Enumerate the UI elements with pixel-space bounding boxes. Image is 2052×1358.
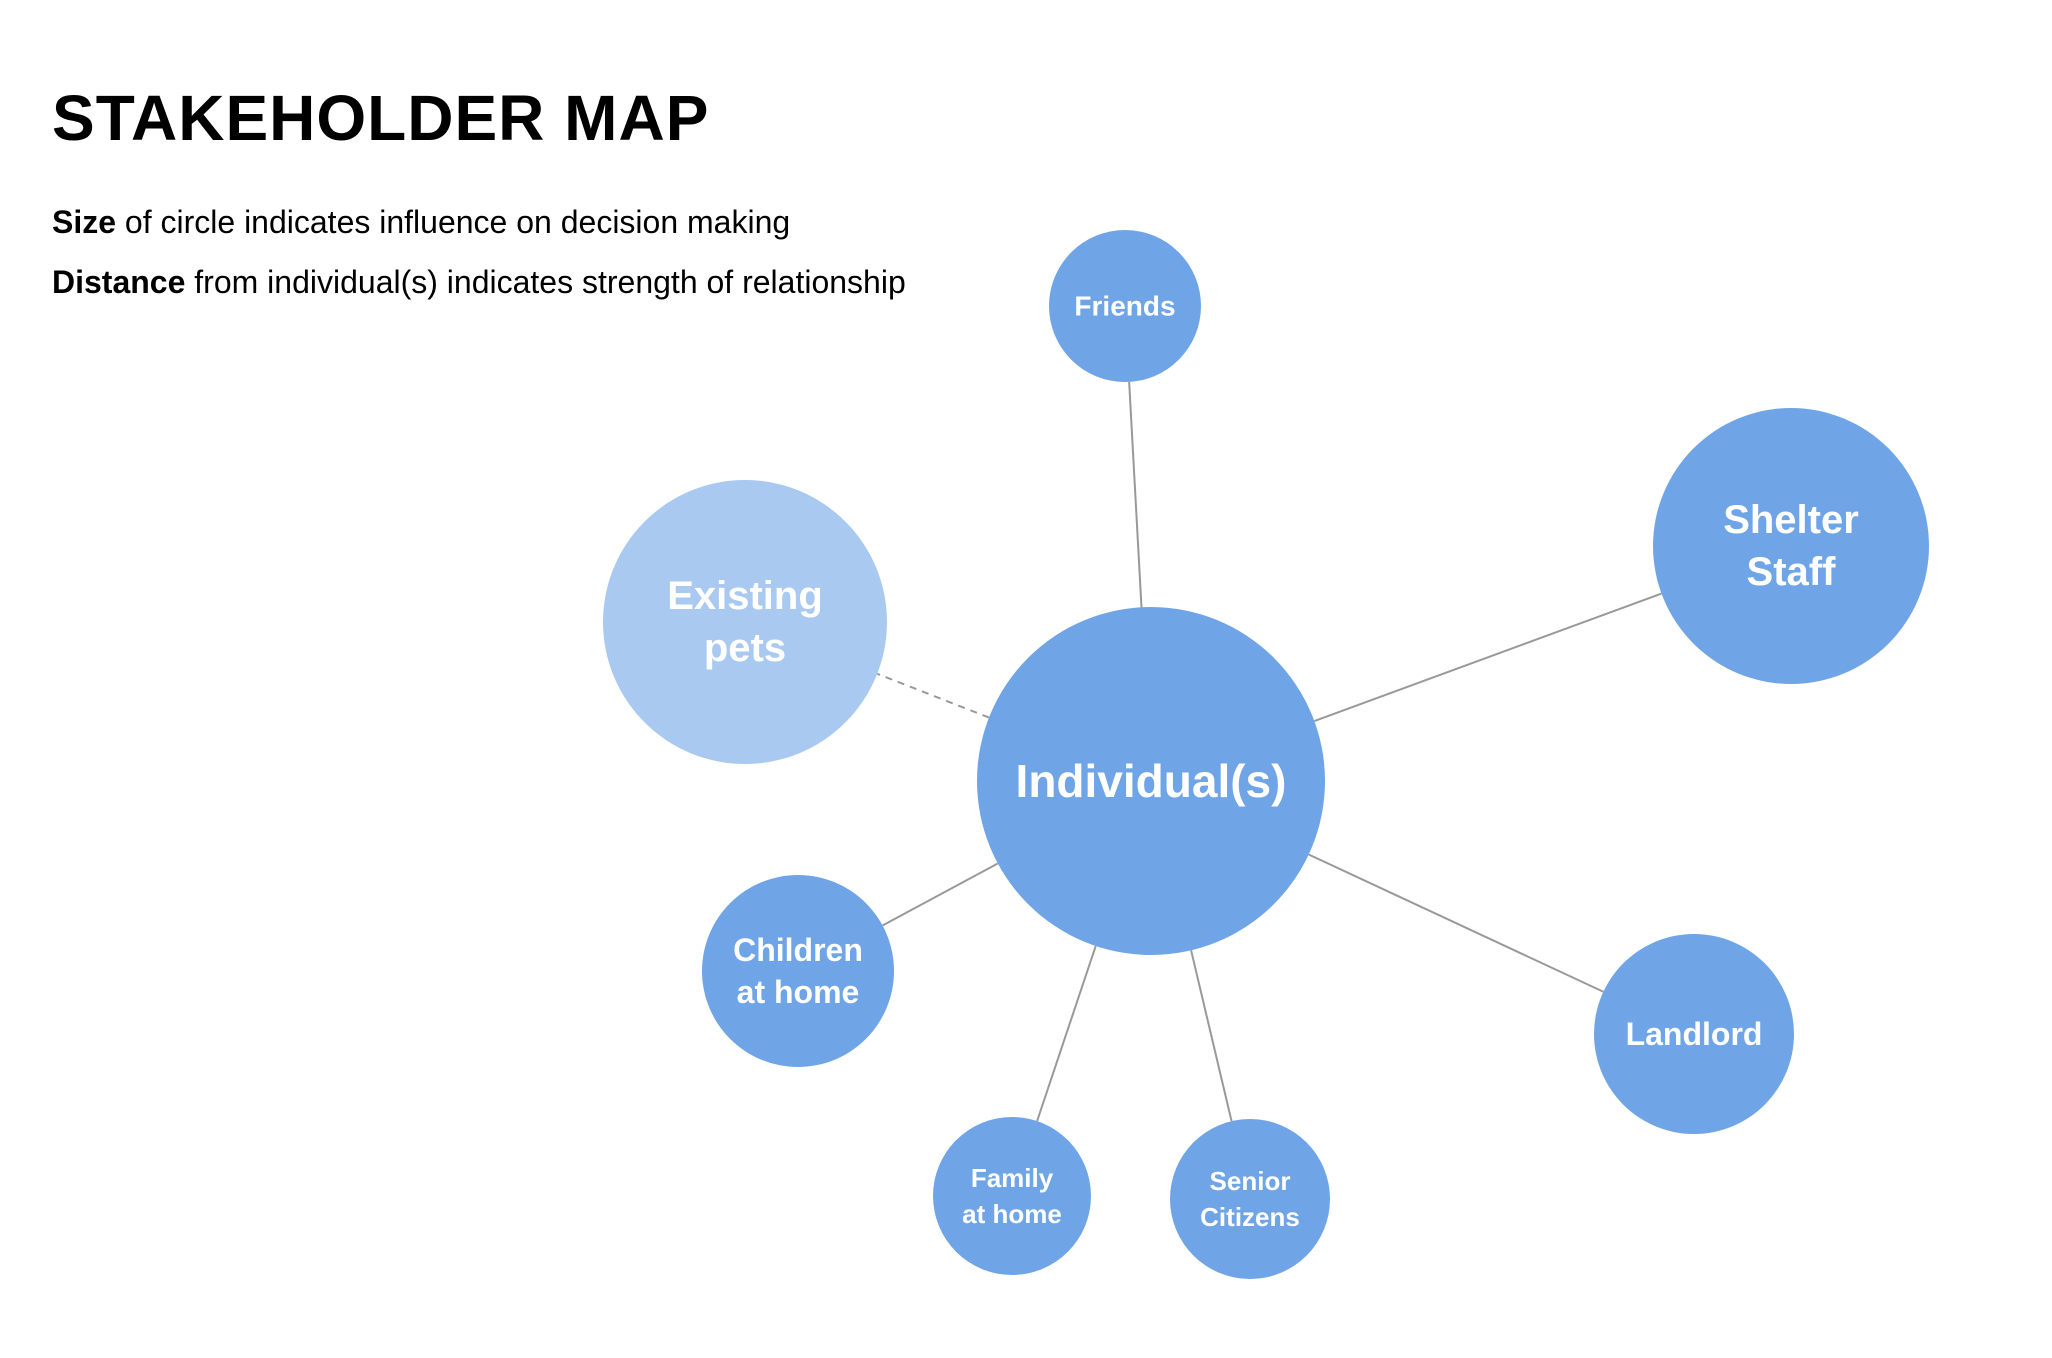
node-individuals: Individual(s) (977, 607, 1325, 955)
node-children-at-home-circle (702, 875, 894, 1067)
node-senior-citizens-label: Senior (1210, 1166, 1291, 1196)
node-children-at-home: Children at home (702, 875, 894, 1067)
node-friends-circle (1049, 230, 1201, 382)
connection-senior-citizens (1190, 950, 1233, 1122)
legend-distance-text: from individual(s) indicates strength of… (185, 264, 906, 300)
node-existing-pets-circle (603, 480, 887, 764)
connection-friends (1128, 381, 1143, 608)
node-family-at-home: Family at home (933, 1117, 1091, 1275)
connection-children-at-home (882, 862, 999, 927)
node-landlord-circle (1594, 934, 1794, 1134)
legend-distance: Distance from individual(s) indicates st… (52, 252, 906, 312)
node-family-at-home-label: at home (962, 1199, 1062, 1229)
node-landlord: Landlord (1594, 934, 1794, 1134)
legend-size-text: of circle indicates influence on decisio… (116, 204, 791, 240)
node-senior-citizens-label: Citizens (1200, 1202, 1300, 1232)
node-existing-pets-label: Existing (667, 574, 823, 618)
node-family-at-home-label: Family (971, 1163, 1054, 1193)
connection-landlord (1308, 853, 1604, 993)
connection-shelter-staff (1313, 592, 1662, 722)
node-children-at-home-label: Children (733, 932, 863, 968)
legend-distance-key: Distance (52, 264, 186, 300)
node-friends: Friends (1049, 230, 1201, 382)
node-existing-pets: Existing pets (603, 480, 887, 764)
node-existing-pets-label: pets (704, 626, 786, 670)
legend-size: Size of circle indicates influence on de… (52, 192, 906, 252)
node-senior-citizens-circle (1170, 1119, 1330, 1279)
connection-existing-pets (876, 672, 990, 719)
node-individuals-label: Individual(s) (1016, 755, 1287, 807)
connection-family-at-home (1036, 945, 1097, 1122)
node-individuals-circle (977, 607, 1325, 955)
connection-lines (876, 381, 1662, 1122)
page-title: STAKEHOLDER MAP (52, 82, 710, 154)
node-family-at-home-circle (933, 1117, 1091, 1275)
node-shelter-staff-label: Shelter (1723, 498, 1859, 542)
node-friends-label: Friends (1074, 291, 1175, 322)
legend-size-key: Size (52, 204, 117, 240)
node-children-at-home-label: at home (737, 974, 860, 1010)
node-shelter-staff-circle (1653, 408, 1929, 684)
node-shelter-staff-label: Staff (1747, 550, 1837, 594)
legend: Size of circle indicates influence on de… (52, 192, 906, 312)
node-landlord-label: Landlord (1626, 1016, 1763, 1052)
